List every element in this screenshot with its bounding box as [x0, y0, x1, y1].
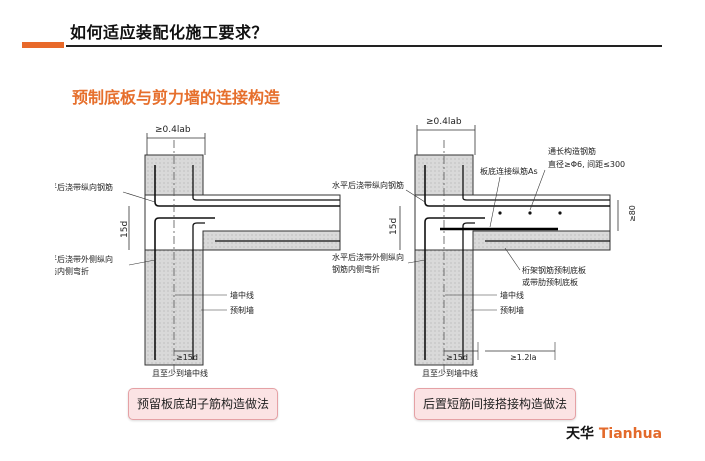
- left-label-top-rebar: 水平后浇带纵向钢筋: [55, 182, 113, 192]
- right-label-slab-seam: 板底连接纵筋As: [480, 166, 538, 176]
- left-label-wall-axis: 墙中线: [230, 290, 254, 300]
- left-dim-side: 15d: [120, 221, 130, 238]
- left-label-outer-rebar-2: 钢筋内侧弯折: [55, 266, 89, 276]
- right-label-outer-rebar-2: 钢筋内侧弯折: [332, 264, 380, 274]
- left-detail-drawing: ≥0.4lab 15d 水平后浇带纵向钢筋 水平后浇带外侧纵向 钢筋内侧弯折 墙…: [41, 125, 341, 378]
- right-label-tie-1: 通长构造钢筋: [548, 146, 596, 156]
- right-label-wall-axis: 墙中线: [500, 290, 524, 300]
- right-dim-bottom-1: ≥15d: [446, 353, 468, 362]
- slide-header: 如何适应装配化施工要求？: [0, 0, 705, 52]
- right-dim-top: ≥0.4lab: [426, 117, 462, 127]
- right-detail-drawing: ≥0.4lab 通长构造钢筋 直径≥Φ6, 间距≤300 板底连接纵筋As 水平…: [332, 117, 637, 378]
- brand-en: Tianhua: [598, 426, 663, 442]
- right-label-truss-2: 或带肋预制底板: [522, 277, 578, 287]
- brand-logo: 天华 Tianhua: [566, 423, 662, 443]
- right-dim-right: ≥80: [628, 205, 637, 222]
- accent-bar: [22, 42, 64, 48]
- left-dim-top: ≥0.4lab: [155, 125, 191, 135]
- right-label-top-rebar: 水平后浇带纵向钢筋: [332, 180, 404, 190]
- section-title: 预制底板与剪力墙的连接构造: [72, 88, 281, 107]
- right-label-bottom-note: 且至少到墙中线: [422, 368, 478, 378]
- left-label-outer-rebar-1: 水平后浇带外侧纵向: [55, 254, 113, 264]
- right-label-truss-1: 桁架钢筋预制底板: [522, 265, 586, 275]
- left-label-bottom-note: 且至少到墙中线: [152, 368, 208, 378]
- left-label-precast-wall: 预制墙: [230, 305, 254, 315]
- left-detail-diagram: ≥0.4lab 15d 水平后浇带纵向钢筋 水平后浇带外侧纵向 钢筋内侧弯折 墙…: [41, 110, 345, 390]
- right-dim-bottom-2: ≥1.2la: [510, 353, 537, 362]
- right-label-tie-2: 直径≥Φ6, 间距≤300: [548, 159, 625, 169]
- right-label-outer-rebar-1: 水平后浇带外侧纵向: [332, 252, 404, 262]
- right-label-precast-wall: 预制墙: [500, 305, 524, 315]
- slide-title: 如何适应装配化施工要求？: [70, 23, 269, 42]
- right-dim-side: 15d: [389, 218, 399, 235]
- header-rule: [66, 45, 662, 47]
- right-detail-diagram: ≥0.4lab 通长构造钢筋 直径≥Φ6, 间距≤300 板底连接纵筋As 水平…: [330, 110, 640, 390]
- right-caption: 后置短筋间接搭接构造做法: [414, 388, 577, 420]
- brand-cn: 天华: [566, 426, 594, 442]
- left-caption: 预留板底胡子筋构造做法: [128, 388, 279, 420]
- left-dim-bottom: ≥15d: [176, 353, 198, 362]
